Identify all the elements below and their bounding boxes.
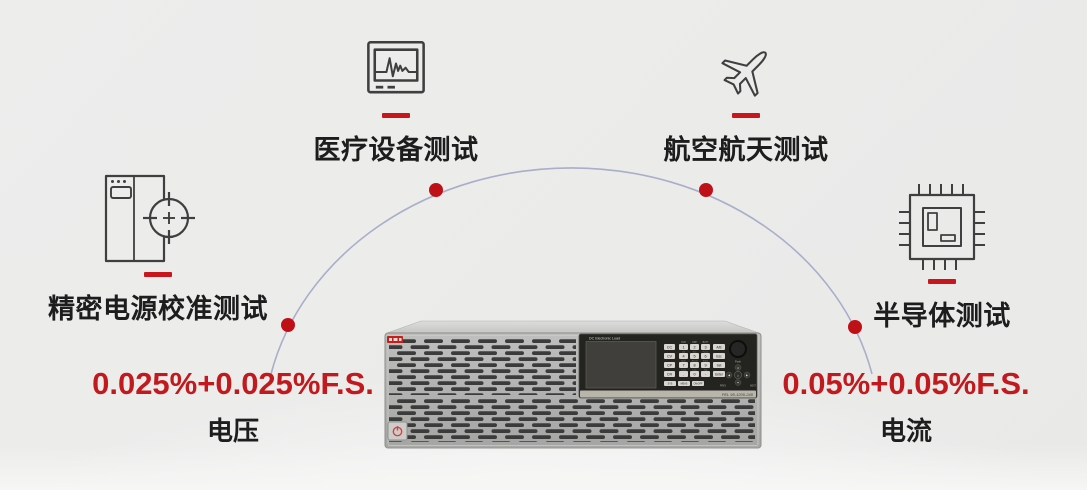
numpad-key: - — [705, 373, 707, 377]
svg-text:OCP: OCP — [681, 342, 686, 344]
svg-text:Pulse: Pulse — [703, 360, 709, 362]
svg-text:Save: Save — [681, 360, 686, 362]
svg-text:Local: Local — [681, 369, 686, 371]
mode-key-cr: CR — [667, 373, 673, 377]
svg-text:Pause: Pause — [703, 351, 710, 353]
function-keys: A/B Esc Set Enter — [713, 344, 725, 377]
nav-center-button — [734, 371, 742, 379]
numpad-key: 4 — [682, 355, 684, 359]
semiconductor-chip-icon — [899, 184, 985, 270]
power-supply-calibration-icon — [104, 174, 195, 263]
prev-label: PREV — [720, 386, 727, 388]
svg-text:OPP: OPP — [692, 342, 697, 344]
numpad-key: 2 — [693, 346, 695, 350]
numpad-top-labels: OCP OPP BATT — [681, 341, 709, 344]
nav-pad: ▲ ◀ ▶ ▼ ⌂ PREV NEXT — [720, 364, 757, 388]
next-label: NEXT — [750, 386, 757, 388]
vent-grille — [389, 337, 576, 395]
feature-label: 半导体测试 — [873, 300, 1011, 331]
svg-text:Recall: Recall — [692, 360, 698, 362]
numpad-key: 3 — [704, 346, 706, 350]
feature-aerospace: 航空航天测试 — [656, 36, 836, 167]
numpad-key: 1 — [682, 346, 684, 350]
feature-label: 医疗设备测试 — [313, 134, 479, 165]
up-arrow-icon: ▲ — [737, 367, 740, 370]
model-strip — [580, 390, 756, 398]
numpad-key: 0 — [693, 373, 695, 377]
feature-label: 航空航天测试 — [663, 134, 829, 165]
mode-key-cp: CP — [667, 364, 673, 368]
set-key: Set — [717, 364, 722, 368]
model-label: PEL 95-1200-240 — [722, 392, 754, 397]
esc-key: Esc — [716, 355, 722, 359]
arc-node-dot — [848, 320, 862, 334]
mode-key-cv: CV — [667, 355, 673, 359]
spec-unit: 电压 — [206, 416, 259, 446]
numpad-key: . — [683, 373, 684, 377]
red-underline — [144, 272, 172, 277]
red-underline — [732, 113, 760, 118]
arc-node-dot — [281, 318, 295, 332]
svg-text:ON/OFF: ON/OFF — [693, 383, 703, 386]
mode-keys: CC CV CP CR — [664, 344, 675, 377]
arc-node-dot — [699, 183, 713, 197]
feature-medical: 医疗设备测试 — [306, 38, 486, 167]
feature-calibration: 精密电源校准测试 — [38, 173, 278, 326]
svg-text:MEAS: MEAS — [681, 383, 688, 386]
svg-text:SYS: SYS — [668, 383, 673, 386]
airplane-icon — [721, 51, 767, 97]
red-underline — [928, 279, 956, 284]
svg-text:Tran: Tran — [692, 351, 696, 353]
medical-monitor-icon — [367, 40, 425, 94]
right-arrow-icon: ▶ — [746, 374, 748, 377]
ab-key: A/B — [716, 346, 721, 350]
svg-text:Trig: Trig — [704, 369, 707, 371]
device-screen — [585, 341, 657, 389]
home-icon: ⌂ — [737, 373, 739, 377]
bottom-keys: SYS MEAS ON/OFF — [664, 381, 704, 386]
spec-current-accuracy: 0.05%+0.05%F.S. 电流 — [756, 366, 1056, 448]
left-arrow-icon: ◀ — [728, 374, 730, 377]
arc-line — [270, 167, 873, 375]
numpad-key: 9 — [704, 364, 706, 368]
rotary-knob: Push — [729, 340, 747, 364]
numpad-key: 5 — [693, 355, 695, 359]
svg-text:BATT: BATT — [703, 341, 709, 344]
control-panel: PEL 95-1200-240 DC Electronic Load CC CV… — [578, 333, 758, 399]
spec-value: 0.025%+0.025%F.S. — [92, 366, 374, 401]
numpad-key: 6 — [704, 355, 706, 359]
spec-value: 0.05%+0.05%F.S. — [782, 366, 1030, 401]
spec-voltage-accuracy: 0.025%+0.025%F.S. 电压 — [83, 366, 383, 448]
device-top-plate — [386, 320, 760, 334]
vent-grille — [389, 399, 755, 442]
electronic-load-device: PEL 95-1200-240 DC Electronic Load CC CV… — [383, 320, 763, 450]
feature-label: 精密电源校准测试 — [48, 293, 268, 324]
numpad-sub-labels: List Tran Pause Save Recall Pulse Local … — [681, 350, 709, 371]
monitor-foot — [375, 85, 384, 89]
numpad-key: 8 — [693, 364, 695, 368]
knob-label: Push — [735, 360, 741, 364]
spec-unit: 电流 — [879, 416, 932, 446]
mode-key-cc: CC — [667, 346, 673, 350]
screen-title: DC Electronic Load — [589, 337, 620, 341]
red-underline — [382, 113, 410, 118]
svg-text:Lock: Lock — [692, 369, 696, 371]
floor-highlight — [0, 445, 1087, 490]
brand-logo — [387, 336, 403, 343]
power-button — [387, 421, 408, 441]
arc-node-dot — [429, 183, 443, 197]
feature-semiconductor: 半导体测试 — [822, 182, 1062, 333]
down-arrow-icon: ▼ — [737, 382, 740, 385]
numpad-key: 7 — [682, 364, 684, 368]
numpad: 1 2 3 4 5 6 7 8 9 . 0 - — [679, 344, 710, 377]
monitor-foot — [387, 85, 395, 89]
svg-text:List: List — [682, 350, 686, 353]
enter-key: Enter — [715, 373, 724, 377]
